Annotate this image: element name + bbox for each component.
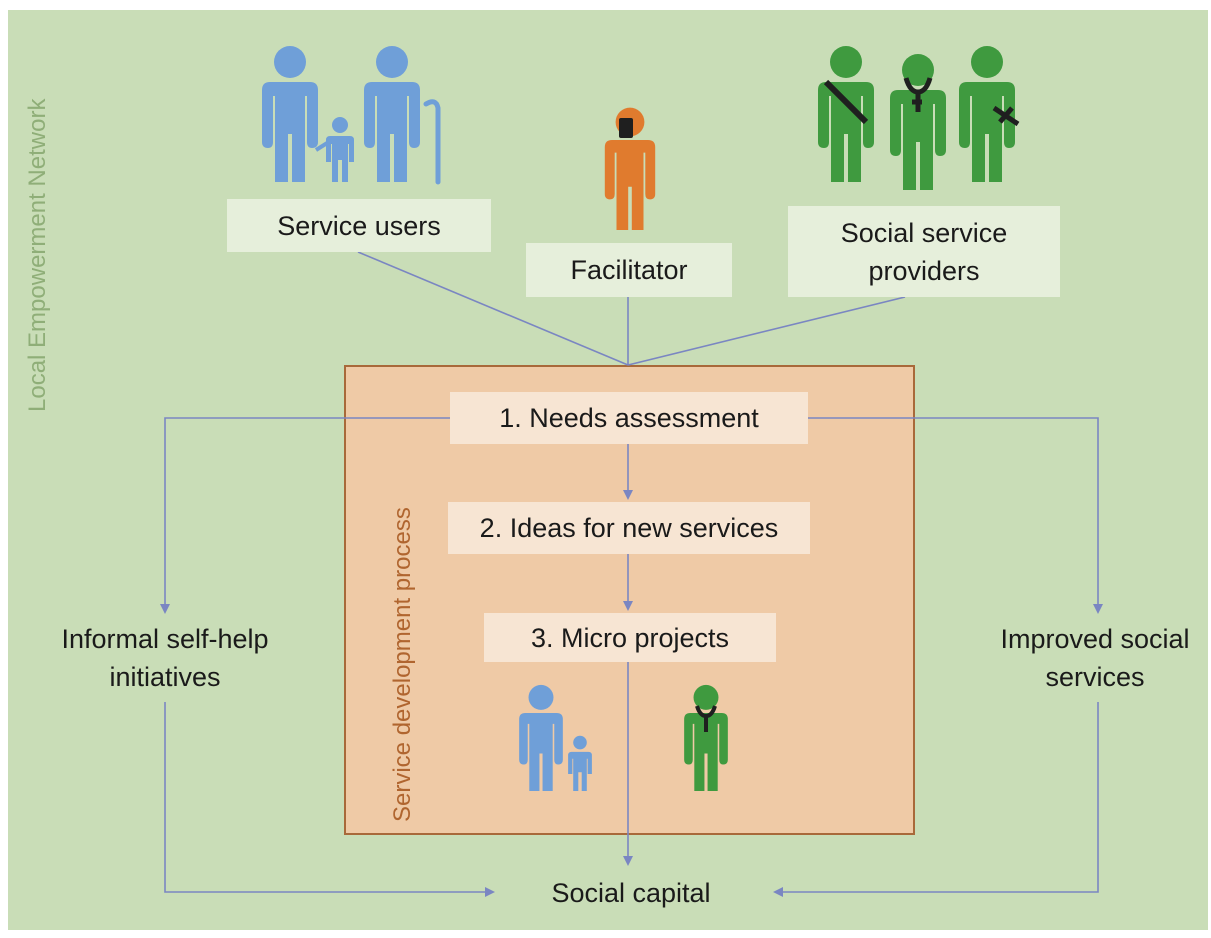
line-providers <box>627 296 906 366</box>
elderly-icon <box>364 46 420 182</box>
cross-icon <box>992 105 1020 127</box>
outcome-social-capital: Social capital <box>551 878 711 908</box>
provider-stethoscope-adult-icon <box>890 54 946 190</box>
cane-icon <box>423 99 441 185</box>
child-icon <box>326 117 354 182</box>
micro-project-figures <box>519 684 728 791</box>
connectors <box>160 251 1103 897</box>
network-label: Local Empowerment Network <box>24 98 51 412</box>
arrow-to-self-help <box>160 417 450 614</box>
adult-icon <box>262 46 318 182</box>
process-box <box>344 365 915 835</box>
arrow-right-to-capital <box>773 702 1099 897</box>
micro-stethoscope-icon <box>695 705 717 732</box>
provider-adult-icon <box>818 46 874 182</box>
service-users-label: Service users <box>227 199 491 252</box>
process-label: Service development process <box>389 507 416 822</box>
stethoscope-icon <box>903 77 933 112</box>
arrow-left-to-capital <box>164 702 495 897</box>
line-service-users <box>357 251 629 366</box>
outcome-self-help: Informal self-help initiatives <box>61 624 269 692</box>
providers-figures <box>818 46 1020 190</box>
facilitator-figure <box>604 107 656 230</box>
arrow-to-improved-services <box>808 417 1103 614</box>
service-users-figures <box>262 46 441 185</box>
step-needs-assessment: 1. Needs assessment <box>450 392 808 444</box>
sash-icon <box>823 79 869 125</box>
held-hand-icon <box>314 138 334 152</box>
tablet-icon <box>619 118 633 138</box>
outcome-improved-services: Improved social services <box>1000 624 1190 692</box>
step-ideas-new-services: 2. Ideas for new services <box>448 502 810 554</box>
facilitator-label: Facilitator <box>526 243 732 297</box>
providers-label: Social service providers <box>788 206 1060 297</box>
step-micro-projects: 3. Micro projects <box>484 613 776 662</box>
